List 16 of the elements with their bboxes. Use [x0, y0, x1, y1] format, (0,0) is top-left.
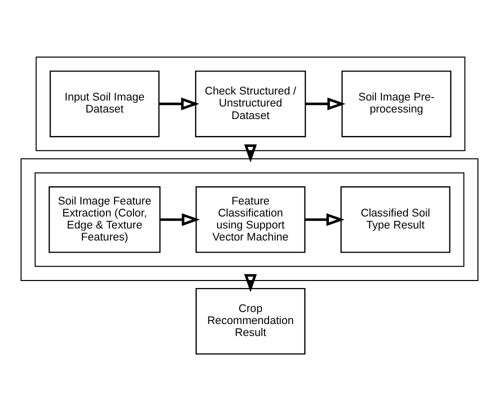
node-box: Crop Recommendation Result — [195, 288, 305, 355]
arrow — [305, 98, 346, 110]
node-box: Soil Image Pre-processing — [340, 70, 451, 138]
arrow — [158, 98, 199, 110]
arrow — [244, 144, 256, 163]
arrow — [304, 213, 344, 226]
node-box: Classified Soil Type Result — [340, 186, 450, 253]
arrow — [160, 213, 200, 226]
node-box: Check Structured / Unstructured Dataset — [194, 70, 306, 138]
cluster — [20, 158, 478, 281]
node-box: Input Soil Image Dataset — [49, 70, 160, 138]
node-box: Soil Image Feature Extraction (Color, Edge & Texture Features) — [48, 186, 160, 253]
node-box: Feature Classification using Support Vector Machine — [195, 186, 305, 253]
cluster — [34, 172, 464, 267]
arrow — [244, 274, 256, 292]
cluster — [35, 56, 465, 152]
